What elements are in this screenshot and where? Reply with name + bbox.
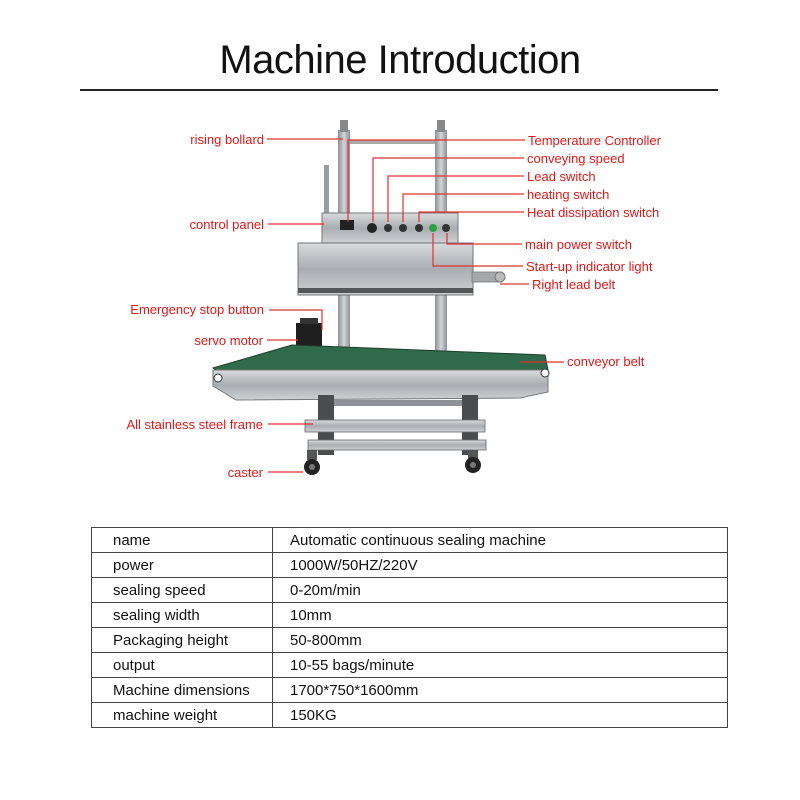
label-startup-light: Start-up indicator light (526, 259, 653, 274)
spec-key: Packaging height (91, 627, 273, 653)
label-heating-switch: heating switch (527, 187, 609, 202)
label-conveyor-belt: conveyor belt (567, 354, 645, 369)
spec-key: Machine dimensions (91, 677, 273, 703)
machine-illustration (211, 120, 550, 475)
label-lead-switch: Lead switch (527, 169, 596, 184)
machine-diagram: rising bollard control panel Emergency s… (126, 120, 662, 480)
label-right-lead-belt: Right lead belt (532, 277, 615, 292)
label-temperature-controller: Temperature Controller (528, 133, 662, 148)
label-frame: All stainless steel frame (126, 417, 263, 432)
label-control-panel: control panel (190, 217, 265, 232)
spec-key: power (91, 552, 273, 578)
spec-key: name (91, 527, 273, 553)
spec-key: sealing speed (91, 577, 273, 603)
label-rising-bollard: rising bollard (190, 132, 264, 147)
temperature-display (340, 220, 354, 230)
spec-value: 50-800mm (272, 627, 728, 653)
page-title: Machine Introduction (219, 38, 581, 82)
startup-indicator (429, 224, 437, 232)
title-underline (80, 89, 718, 91)
spec-value: Automatic continuous sealing machine (272, 527, 728, 553)
spec-key: output (91, 652, 273, 678)
spec-value: 1000W/50HZ/220V (272, 552, 728, 578)
label-servo-motor: servo motor (194, 333, 263, 348)
spec-value: 10-55 bags/minute (272, 652, 728, 678)
spec-value: 150KG (272, 702, 728, 728)
spec-value: 1700*750*1600mm (272, 677, 728, 703)
label-heat-dissipation-switch: Heat dissipation switch (527, 205, 659, 220)
callout-leaders (267, 138, 564, 473)
spec-value: 10mm (272, 602, 728, 628)
spec-key: machine weight (91, 702, 273, 728)
label-caster: caster (228, 465, 264, 480)
label-main-power-switch: main power switch (525, 237, 632, 252)
spec-key: sealing width (91, 602, 273, 628)
spec-value: 0-20m/min (272, 577, 728, 603)
sealing-head (297, 242, 474, 296)
label-emergency-stop: Emergency stop button (130, 302, 264, 317)
label-conveying-speed: conveying speed (527, 151, 625, 166)
